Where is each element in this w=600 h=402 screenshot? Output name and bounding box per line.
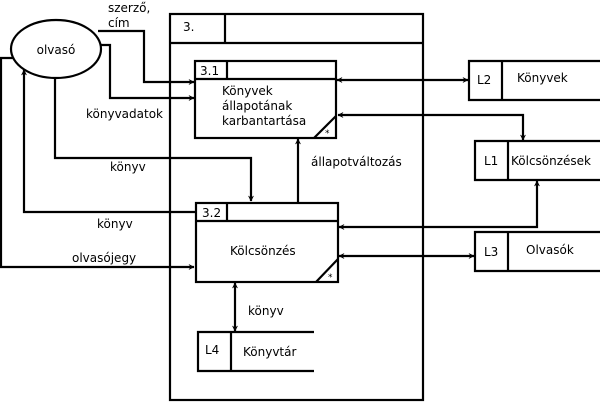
flow-L1-32: [338, 180, 540, 230]
store-L4[interactable]: L4 Könyvtár: [196, 330, 314, 373]
store-label: Könyvtár: [243, 345, 296, 359]
flow-konyv-out: [21, 69, 195, 214]
entity-label: olvasó: [37, 43, 76, 57]
process-title-line: állapotának: [222, 99, 292, 113]
store-id: L4: [205, 343, 219, 357]
flow-label-konyvadatok: könyvadatok: [86, 107, 163, 121]
process-marker: *: [325, 129, 330, 139]
flow-label-cim: cím: [108, 16, 130, 30]
store-id: L2: [477, 73, 491, 87]
flow-31-L1: [337, 112, 526, 141]
container-id: 3.: [183, 20, 194, 34]
store-label: Könyvek: [517, 71, 568, 85]
entity-olvaso[interactable]: olvasó: [9, 18, 103, 80]
flow-label-szerzo: szerző,: [108, 1, 150, 15]
store-label: Olvasók: [526, 243, 574, 257]
flow-label-allapotvaltozas: állapotváltozás: [311, 155, 402, 169]
flow-olvasojegy: [0, 56, 195, 270]
store-label: Kölcsönzések: [511, 154, 591, 168]
store-id: L1: [484, 154, 498, 168]
flow-konyv-in: [53, 78, 254, 202]
store-L1[interactable]: L1 Kölcsönzések: [473, 139, 600, 182]
flow-szerzo-cim: [98, 29, 195, 85]
process-title-line: Könyvek: [222, 84, 273, 98]
process-title-line: karbantartása: [222, 114, 306, 128]
flow-label-konyv-out: könyv: [97, 217, 133, 231]
process-3-1[interactable]: 3.1 Könyvek állapotának karbantartása *: [193, 59, 338, 140]
flow-konyvadatok: [100, 43, 195, 101]
process-marker: *: [328, 273, 333, 283]
flow-label-olvasojegy: olvasójegy: [72, 251, 136, 265]
process-id: 3.1: [200, 64, 219, 78]
process-id: 3.2: [202, 206, 221, 220]
store-L2[interactable]: L2 Könyvek: [467, 59, 600, 102]
flow-label-konyv-in: könyv: [110, 160, 146, 174]
store-L3[interactable]: L3 Olvasók: [473, 230, 600, 273]
process-title-line: Kölcsönzés: [230, 244, 296, 258]
flow-label-konyv-L4: könyv: [248, 304, 284, 318]
store-id: L3: [484, 245, 498, 259]
process-3-2[interactable]: 3.2 Kölcsönzés *: [194, 201, 340, 284]
